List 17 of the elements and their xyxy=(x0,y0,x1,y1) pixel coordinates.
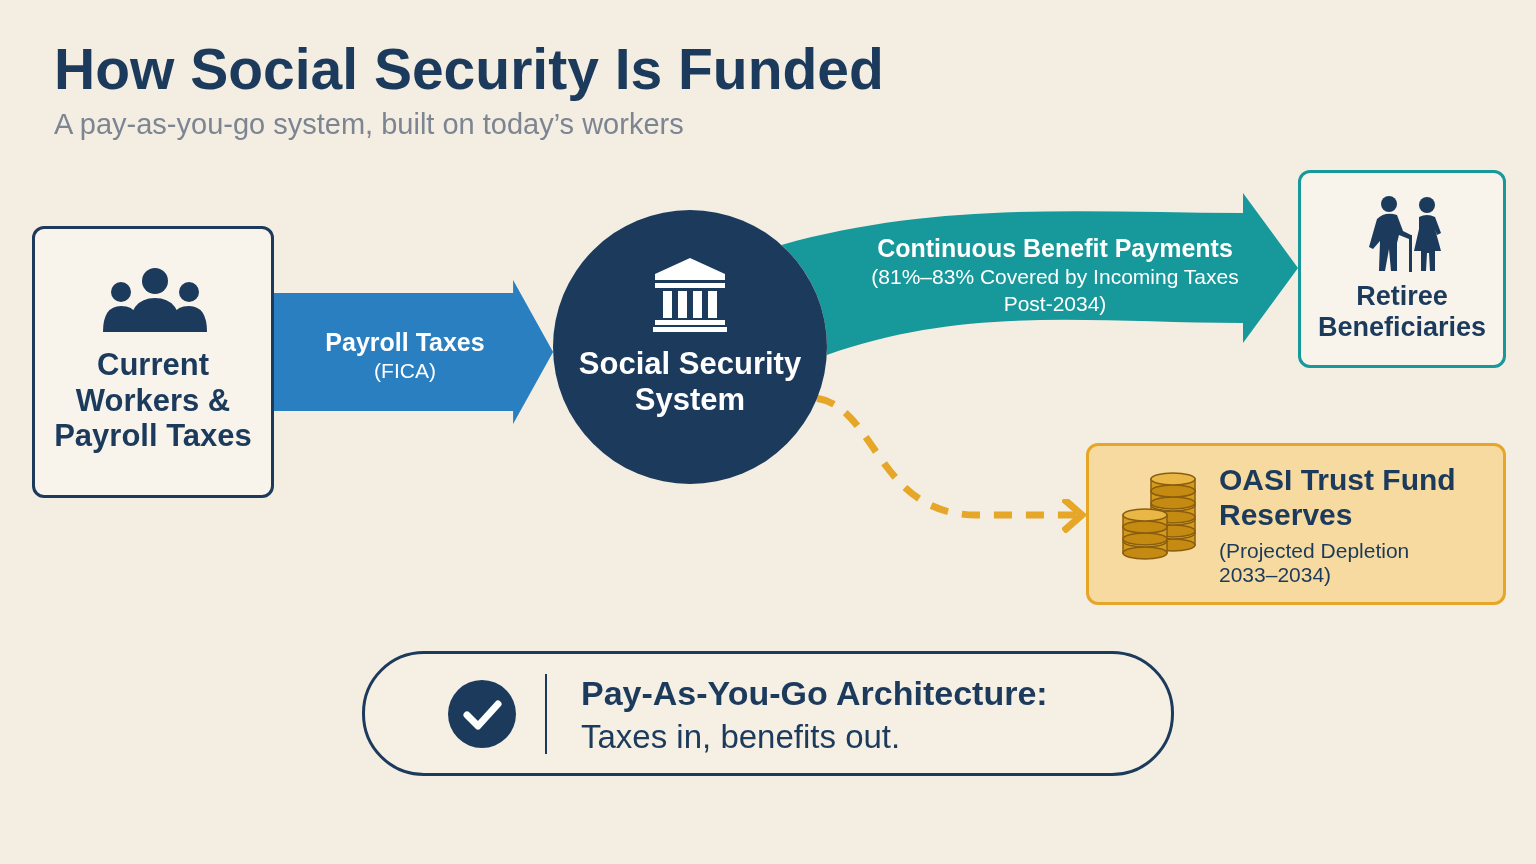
box-heading: OASI Trust Fund Reserves xyxy=(1219,463,1457,532)
box-note: (Projected Depletion 2033–2034) xyxy=(1219,539,1411,588)
subtitle: A pay-as-you-go system, built on today’s workers xyxy=(54,108,684,141)
reserve-box xyxy=(1086,443,1506,605)
dashed-arrow xyxy=(815,395,1086,533)
block-arrow xyxy=(781,193,1298,355)
block-arrow xyxy=(274,280,554,424)
banner-heading: Pay-As-You-Go Architecture: xyxy=(581,674,1049,714)
box-label: Current Workers & Payroll Taxes xyxy=(53,347,253,454)
edge-label: Continuous Benefit Payments (81%–83% Covered by Incoming Taxes Post-2034) xyxy=(870,233,1240,317)
source-box xyxy=(32,226,274,498)
circle-label: Social Security System xyxy=(577,346,803,418)
edge-label: Payroll Taxes (FICA) xyxy=(324,327,486,384)
beneficiary-box xyxy=(1298,170,1506,368)
title: How Social Security Is Funded xyxy=(54,36,884,102)
box-label: Retiree Beneficiaries xyxy=(1316,281,1488,344)
banner-text: Taxes in, benefits out. xyxy=(581,718,902,756)
